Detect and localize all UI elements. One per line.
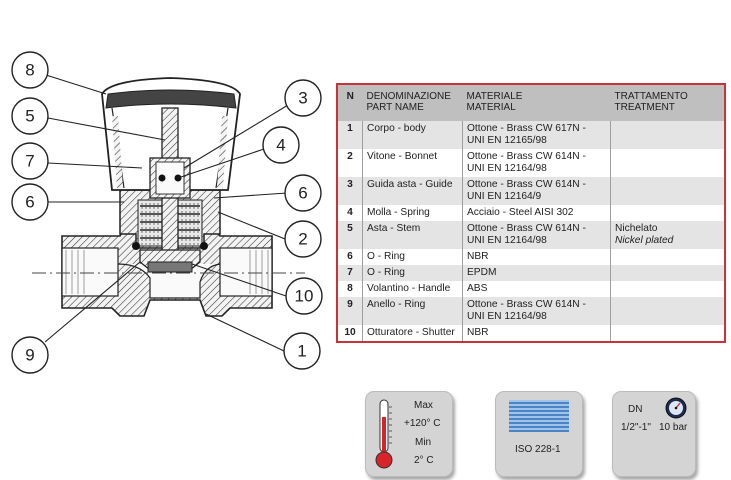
row-material: Ottone - Brass CW 614N - UNI EN 12164/98 xyxy=(462,149,611,177)
temp-max-label: Max xyxy=(414,400,433,411)
row-part-name: O - Ring xyxy=(362,249,463,265)
callout-10: 10 xyxy=(285,277,323,315)
row-part-name: Guida asta - Guide xyxy=(362,177,463,205)
row-number: 4 xyxy=(337,205,363,221)
row-part-name: O - Ring xyxy=(362,265,463,281)
row-number: 9 xyxy=(337,297,363,325)
row-material: EPDM xyxy=(462,265,611,281)
temp-max-value: +120° C xyxy=(404,418,441,429)
thermometer-icon xyxy=(375,399,393,469)
row-part-name: Asta - Stem xyxy=(362,221,463,249)
svg-text:3: 3 xyxy=(298,89,307,108)
row-number: 6 xyxy=(337,249,363,265)
row-treatment xyxy=(611,325,726,342)
callout-4: 4 xyxy=(262,126,300,164)
standard-badge: ISO 228-1 xyxy=(495,391,583,477)
valve-stem xyxy=(149,107,191,259)
row-material: Ottone - Brass CW 614N - UNI EN 12164/98 xyxy=(462,221,611,249)
row-number: 8 xyxy=(337,281,363,297)
callout-1: 1 xyxy=(283,332,321,370)
row-part-name: Vitone - Bonnet xyxy=(362,149,463,177)
row-number: 7 xyxy=(337,265,363,281)
row-material: NBR xyxy=(462,325,611,342)
callout-5: 5 xyxy=(11,97,49,135)
svg-text:10: 10 xyxy=(295,287,314,306)
temperature-badge: Max +120° C Min 2° C xyxy=(365,391,453,477)
row-number: 1 xyxy=(337,121,363,149)
svg-text:7: 7 xyxy=(25,152,34,171)
row-treatment xyxy=(611,205,726,221)
row-material: Acciaio - Steel AISI 302 xyxy=(462,205,611,221)
row-material: ABS xyxy=(462,281,611,297)
svg-text:8: 8 xyxy=(25,61,34,80)
valve-section-drawing: 8 5 7 6 9 3 4 6 2 10 1 xyxy=(11,51,323,374)
row-treatment xyxy=(611,149,726,177)
row-part-name: Molla - Spring xyxy=(362,205,463,221)
row-part-name: Corpo - body xyxy=(362,121,463,149)
row-treatment xyxy=(611,249,726,265)
pressure-value: 10 bar xyxy=(659,422,688,433)
pressure-gauge-icon xyxy=(665,397,687,419)
row-part-name: Anello - Ring xyxy=(362,297,463,325)
svg-text:9: 9 xyxy=(25,346,34,365)
svg-text:1: 1 xyxy=(297,342,306,361)
row-material: Ottone - Brass CW 617N - UNI EN 12165/98 xyxy=(462,121,611,149)
row-treatment xyxy=(611,121,726,149)
callout-7: 7 xyxy=(11,142,49,180)
svg-text:6: 6 xyxy=(25,193,34,212)
callout-6-left: 6 xyxy=(11,183,49,221)
row-part-name: Otturatore - Shutter xyxy=(362,325,463,342)
row-part-name: Volantino - Handle xyxy=(362,281,463,297)
row-number: 3 xyxy=(337,177,363,205)
svg-text:2: 2 xyxy=(298,230,307,249)
svg-text:4: 4 xyxy=(276,136,285,155)
row-material: Ottone - Brass CW 614N - UNI EN 12164/9 xyxy=(462,177,611,205)
callout-6-right: 6 xyxy=(284,174,322,212)
thread-icon xyxy=(509,400,569,432)
row-treatment xyxy=(611,297,726,325)
row-number: 10 xyxy=(337,325,363,342)
leader-lines xyxy=(44,74,289,352)
callout-2: 2 xyxy=(284,220,322,258)
row-number: 2 xyxy=(337,149,363,177)
pressure-badge: DN 1/2"-1" 10 bar xyxy=(612,391,696,477)
row-number: 5 xyxy=(337,221,363,249)
dn-value: 1/2"-1" xyxy=(621,422,651,433)
row-material: Ottone - Brass CW 614N - UNI EN 12164/98 xyxy=(462,297,611,325)
row-treatment-en: Nickel plated xyxy=(615,235,674,246)
header-n: N xyxy=(337,84,363,121)
row-treatment xyxy=(611,265,726,281)
svg-text:5: 5 xyxy=(25,107,34,126)
svg-text:6: 6 xyxy=(298,184,307,203)
dn-label: DN xyxy=(628,404,643,415)
row-treatment xyxy=(611,177,726,205)
row-material: NBR xyxy=(462,249,611,265)
callout-3: 3 xyxy=(284,79,322,117)
callout-9: 9 xyxy=(11,336,49,374)
temp-min-value: 2° C xyxy=(414,455,434,466)
standard-label: ISO 228-1 xyxy=(515,444,561,455)
temp-min-label: Min xyxy=(415,437,432,448)
row-treatment xyxy=(611,281,726,297)
callout-8: 8 xyxy=(11,51,49,89)
